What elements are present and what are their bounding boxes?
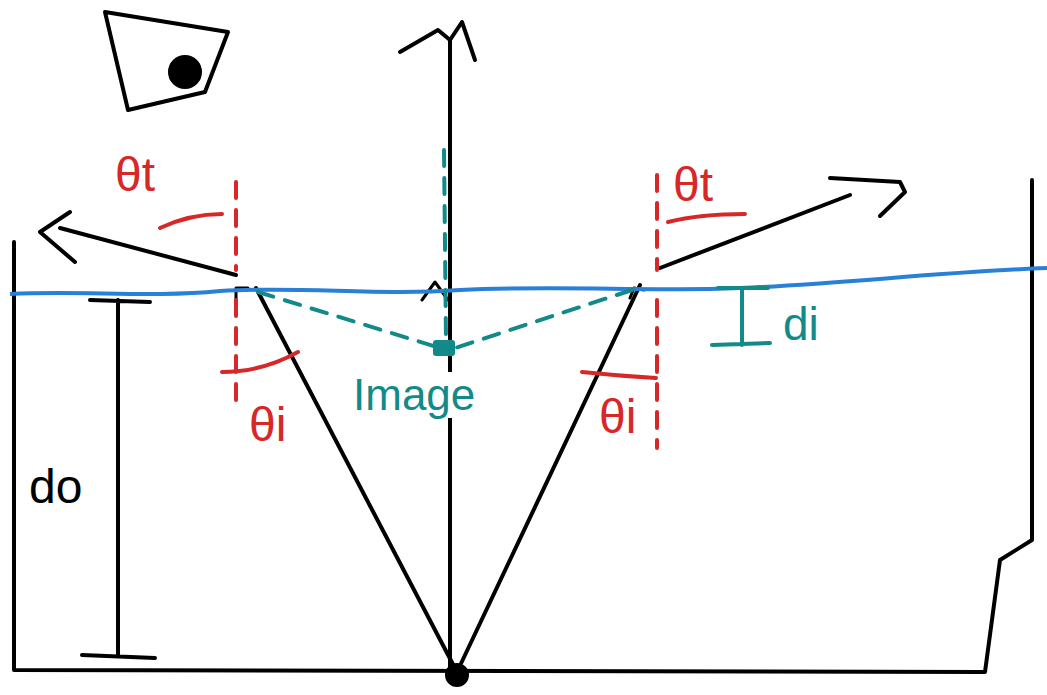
tank-wall — [14, 180, 1032, 672]
image-label: Image — [350, 372, 478, 418]
refracted-ray — [60, 228, 236, 275]
depth-bracket — [82, 300, 155, 658]
arrow-head — [400, 22, 475, 60]
angle-arc — [668, 214, 745, 222]
eye-pupil — [170, 57, 200, 87]
depth-label: do — [26, 462, 85, 512]
arrow-head — [830, 178, 905, 216]
eye-outline — [105, 12, 228, 110]
angle-arc — [160, 214, 222, 228]
angle-label: θi — [596, 392, 639, 442]
water-surface — [10, 268, 1047, 294]
virtual-ray — [444, 150, 446, 340]
depth-bracket — [712, 288, 770, 345]
arrow-head — [40, 212, 75, 262]
angle-arc — [582, 372, 656, 378]
angle-label: θt — [670, 160, 716, 210]
depth-label: di — [780, 300, 822, 348]
light-ray — [457, 285, 640, 672]
virtual-ray — [455, 290, 632, 348]
light-ray — [256, 288, 457, 672]
object-point — [447, 665, 467, 685]
angle-label: θt — [112, 150, 158, 200]
angle-label: θi — [246, 400, 289, 450]
angle-arc — [222, 352, 298, 372]
image-point — [433, 340, 455, 356]
normal-dashed — [655, 175, 659, 448]
normal-dashed — [234, 182, 238, 408]
virtual-ray — [258, 292, 440, 348]
